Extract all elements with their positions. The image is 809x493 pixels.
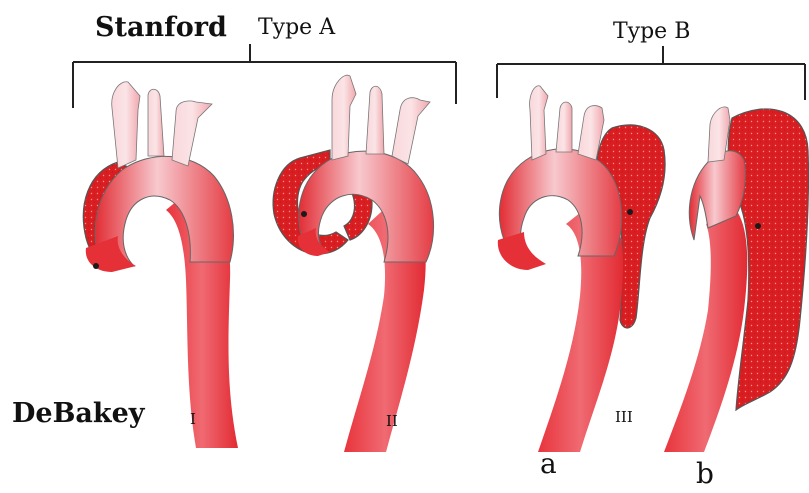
aorta-debakey-ii — [273, 75, 433, 452]
aorta-debakey-iii-a — [498, 86, 665, 452]
debakey-iii-label: III — [615, 410, 633, 425]
aorta-debakey-iii-b — [664, 107, 809, 452]
type-a-label: Type A — [258, 17, 335, 39]
stanford-label: Stanford — [95, 14, 227, 41]
debakey-label: DeBakey — [12, 400, 144, 427]
debakey-i-label: I — [190, 412, 196, 427]
subtype-a-label: a — [540, 450, 557, 478]
subtype-b-label: b — [696, 460, 714, 488]
type-b-label: Type B — [613, 21, 690, 43]
aorta-debakey-i — [83, 82, 238, 448]
debakey-ii-label: II — [386, 414, 398, 429]
